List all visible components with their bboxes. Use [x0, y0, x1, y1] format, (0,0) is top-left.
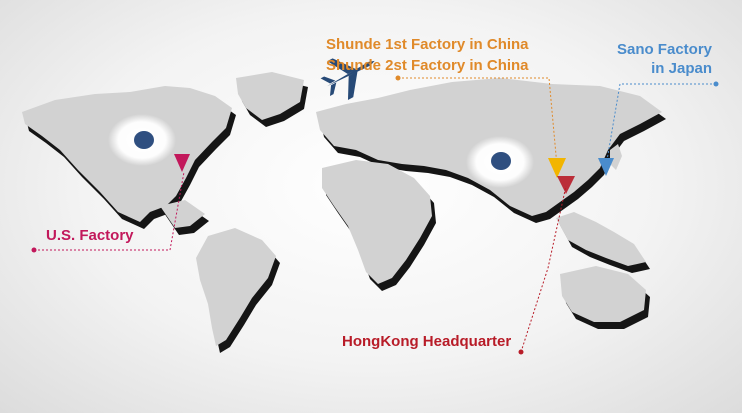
- leader-lines: [34, 77, 716, 353]
- japan-island: [610, 144, 622, 170]
- shunde-1st-factory-label: Shunde 1st Factory in China: [326, 36, 529, 53]
- shunde-2nd-factory-label: Shunde 2st Factory in China: [326, 57, 529, 74]
- central-america: [160, 200, 205, 228]
- land: [22, 72, 662, 346]
- leader-line-hk: [520, 185, 567, 353]
- endpoint-dot: [395, 75, 401, 81]
- southeast-asia-islands: [556, 212, 646, 266]
- south-america: [196, 228, 276, 346]
- location-circle-icon: [108, 114, 176, 166]
- us-factory-label: U.S. Factory: [46, 227, 134, 244]
- endpoint-dot: [518, 349, 524, 355]
- leader-line-sano: [605, 83, 716, 167]
- arrow-marker-icon: [548, 158, 566, 178]
- sano-factory-line2: in Japan: [651, 60, 712, 77]
- arrow-marker-icon: [174, 154, 190, 172]
- sano-factory-line1: Sano Factory: [616, 41, 712, 58]
- location-circle-icon: [466, 136, 534, 188]
- australia: [560, 266, 646, 322]
- africa: [322, 160, 432, 284]
- airplane-icon: [320, 58, 375, 100]
- endpoint-dot: [31, 247, 37, 253]
- shunde-factory-label: Shunde 1st Factory in China Shunde 2st F…: [326, 34, 529, 76]
- greenland: [236, 72, 304, 120]
- sano-factory-label: Sano Factory in Japan: [610, 40, 712, 78]
- leader-line-shunde: [398, 77, 558, 167]
- arrow-marker-icon: [557, 176, 575, 194]
- arrow-marker-icon: [598, 158, 614, 176]
- endpoint-dot: [713, 81, 719, 87]
- hongkong-headquarter-label: HongKong Headquarter: [342, 333, 512, 350]
- leader-line-us: [34, 171, 185, 251]
